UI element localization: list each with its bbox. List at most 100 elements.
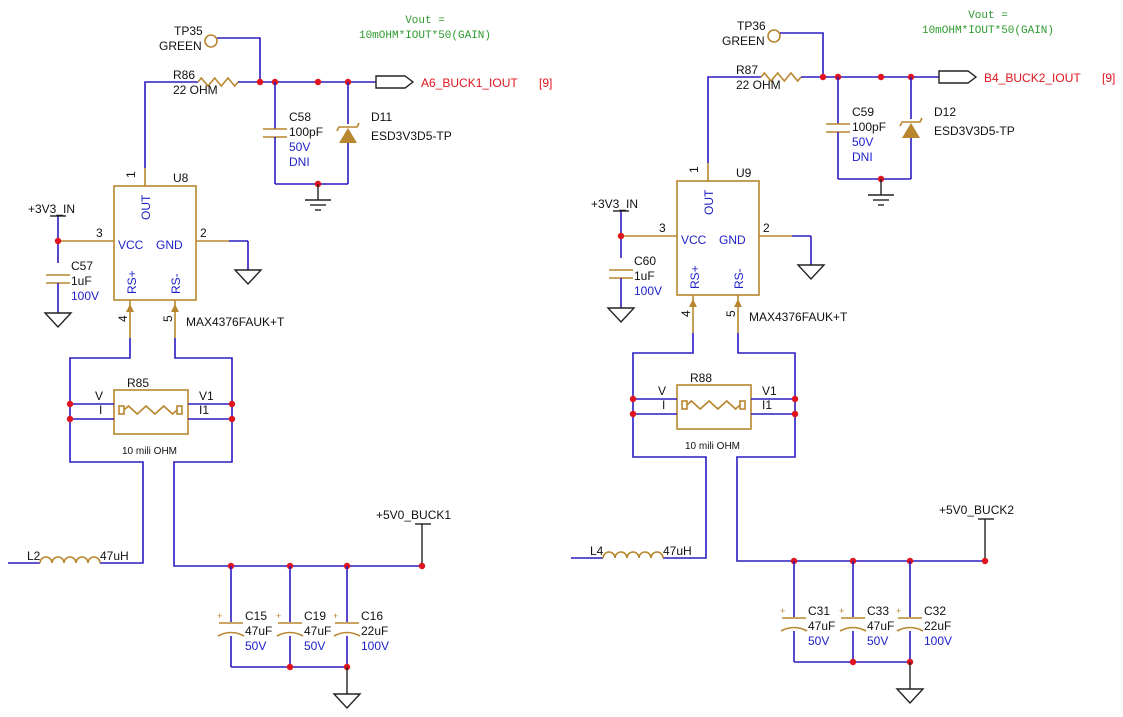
test-point-ref: TP36	[737, 19, 766, 33]
pin-label-gnd: GND	[719, 233, 746, 247]
pin-number: 5	[724, 310, 738, 317]
output-cap-ref: C16	[361, 609, 383, 623]
output-cap-ref: C32	[924, 604, 946, 618]
shunt-value: 10 mili OHM	[122, 446, 177, 457]
output-cap-value: 47uF	[867, 619, 894, 633]
ground-triangle	[796, 264, 826, 281]
junction-dot	[629, 395, 637, 403]
sheet-reference: [9]	[1102, 71, 1115, 85]
ground-triangle	[233, 269, 263, 286]
polarity-plus: +	[217, 611, 222, 621]
ground-triangle	[332, 693, 362, 710]
bypass-cap-ref: C60	[634, 254, 656, 268]
bypass-cap-ref: C57	[71, 259, 93, 273]
wire	[144, 81, 198, 168]
output-cap-icon	[217, 631, 245, 637]
wire	[736, 333, 985, 562]
diode-part: ESD3V3D5-TP	[371, 129, 452, 143]
junction-dot	[791, 410, 799, 418]
pin-label-out: OUT	[139, 194, 153, 220]
offpage-connector-icon	[938, 70, 978, 84]
shunt-pin-v: V	[95, 389, 103, 403]
diode-part: ESD3V3D5-TP	[934, 124, 1015, 138]
current-sense-circuit-buck1: Vout =10mOHM*IOUT*50(GAIN)TP35GREENR8622…	[8, 15, 552, 710]
pin-label-vcc: VCC	[118, 238, 144, 252]
output-cap-icon	[276, 631, 304, 637]
pin-arrow	[171, 304, 179, 312]
shunt-pin-v1: V1	[199, 389, 214, 403]
pin-label-gnd: GND	[156, 238, 183, 252]
output-cap-ref: C15	[245, 609, 267, 623]
pin-label-rsplus: RS+	[125, 270, 139, 294]
polarity-plus: +	[780, 606, 785, 616]
shunt-zigzag	[123, 404, 178, 416]
ground-triangle	[606, 307, 636, 324]
sheet-reference: [9]	[539, 76, 552, 90]
feedback-resistor-ref: R87	[736, 63, 758, 77]
wire	[707, 76, 761, 163]
diode-ref: D11	[371, 110, 392, 124]
output-cap-ref: C31	[808, 604, 830, 618]
filter-cap-dni: DNI	[289, 155, 310, 169]
pin-number: 4	[679, 310, 693, 317]
diode-icon	[339, 128, 357, 143]
output-cap-voltage: 100V	[361, 639, 389, 653]
diode-icon	[902, 123, 920, 138]
test-point-color: GREEN	[159, 39, 202, 53]
output-cap-voltage: 50V	[304, 639, 325, 653]
output-cap-icon	[839, 626, 867, 632]
pin-number: 5	[161, 315, 175, 322]
junction-dot	[791, 395, 799, 403]
ic-ref: U8	[173, 171, 189, 185]
resistor-r86	[760, 71, 802, 83]
junction-dot	[849, 658, 857, 666]
pin-number: 1	[687, 166, 701, 173]
shunt-pin-i1: I1	[199, 403, 209, 417]
output-cap-icon	[896, 626, 924, 632]
inductor-ref: L2	[27, 549, 41, 563]
shunt-resistor-body	[676, 384, 752, 430]
pin-arrow	[126, 304, 134, 312]
output-cap-value: 47uF	[808, 619, 835, 633]
junction-dot	[66, 400, 74, 408]
bypass-cap-value: 1uF	[634, 269, 655, 283]
output-net-label: B4_BUCK2_IOUT	[984, 71, 1081, 85]
inductor-value: 47uH	[663, 544, 692, 558]
bypass-cap-voltage: 100V	[634, 284, 662, 298]
pin-number: 4	[116, 315, 130, 322]
output-cap-value: 22uF	[924, 619, 951, 633]
wire	[632, 333, 707, 559]
filter-cap-voltage: 50V	[852, 135, 873, 149]
diode-icon	[336, 122, 360, 132]
shunt-ref: R85	[127, 376, 149, 390]
diode-ref: D12	[934, 105, 956, 119]
inductor-icon	[39, 556, 101, 564]
output-cap-voltage: 100V	[924, 634, 952, 648]
output-cap-icon	[780, 626, 808, 632]
shunt-pin-i1: I1	[762, 398, 772, 412]
junction-dot	[981, 557, 989, 565]
pin-label-vcc: VCC	[681, 233, 707, 247]
junction-dot	[819, 73, 827, 81]
polarity-plus: +	[839, 606, 844, 616]
resistor-r86	[197, 76, 239, 88]
diode-icon	[899, 117, 923, 127]
junction-dot	[629, 410, 637, 418]
filter-cap-voltage: 50V	[289, 140, 310, 154]
shunt-terminal	[176, 405, 183, 415]
rail-label: +5V0_BUCK2	[939, 503, 1014, 517]
shunt-pin-v: V	[658, 384, 666, 398]
rail-label: +5V0_BUCK1	[376, 508, 451, 522]
pin-arrow	[689, 299, 697, 307]
junction-dot	[617, 232, 625, 240]
polarity-plus: +	[896, 606, 901, 616]
test-point-icon	[204, 34, 218, 48]
shunt-pin-v1: V1	[762, 384, 777, 398]
shunt-ref: R88	[690, 371, 712, 385]
ground-triangle	[895, 688, 925, 705]
output-cap-value: 47uF	[304, 624, 331, 638]
shunt-terminal	[681, 400, 688, 410]
filter-cap-dni: DNI	[852, 150, 873, 164]
polarity-plus: +	[276, 611, 281, 621]
junction-dot	[256, 78, 264, 86]
